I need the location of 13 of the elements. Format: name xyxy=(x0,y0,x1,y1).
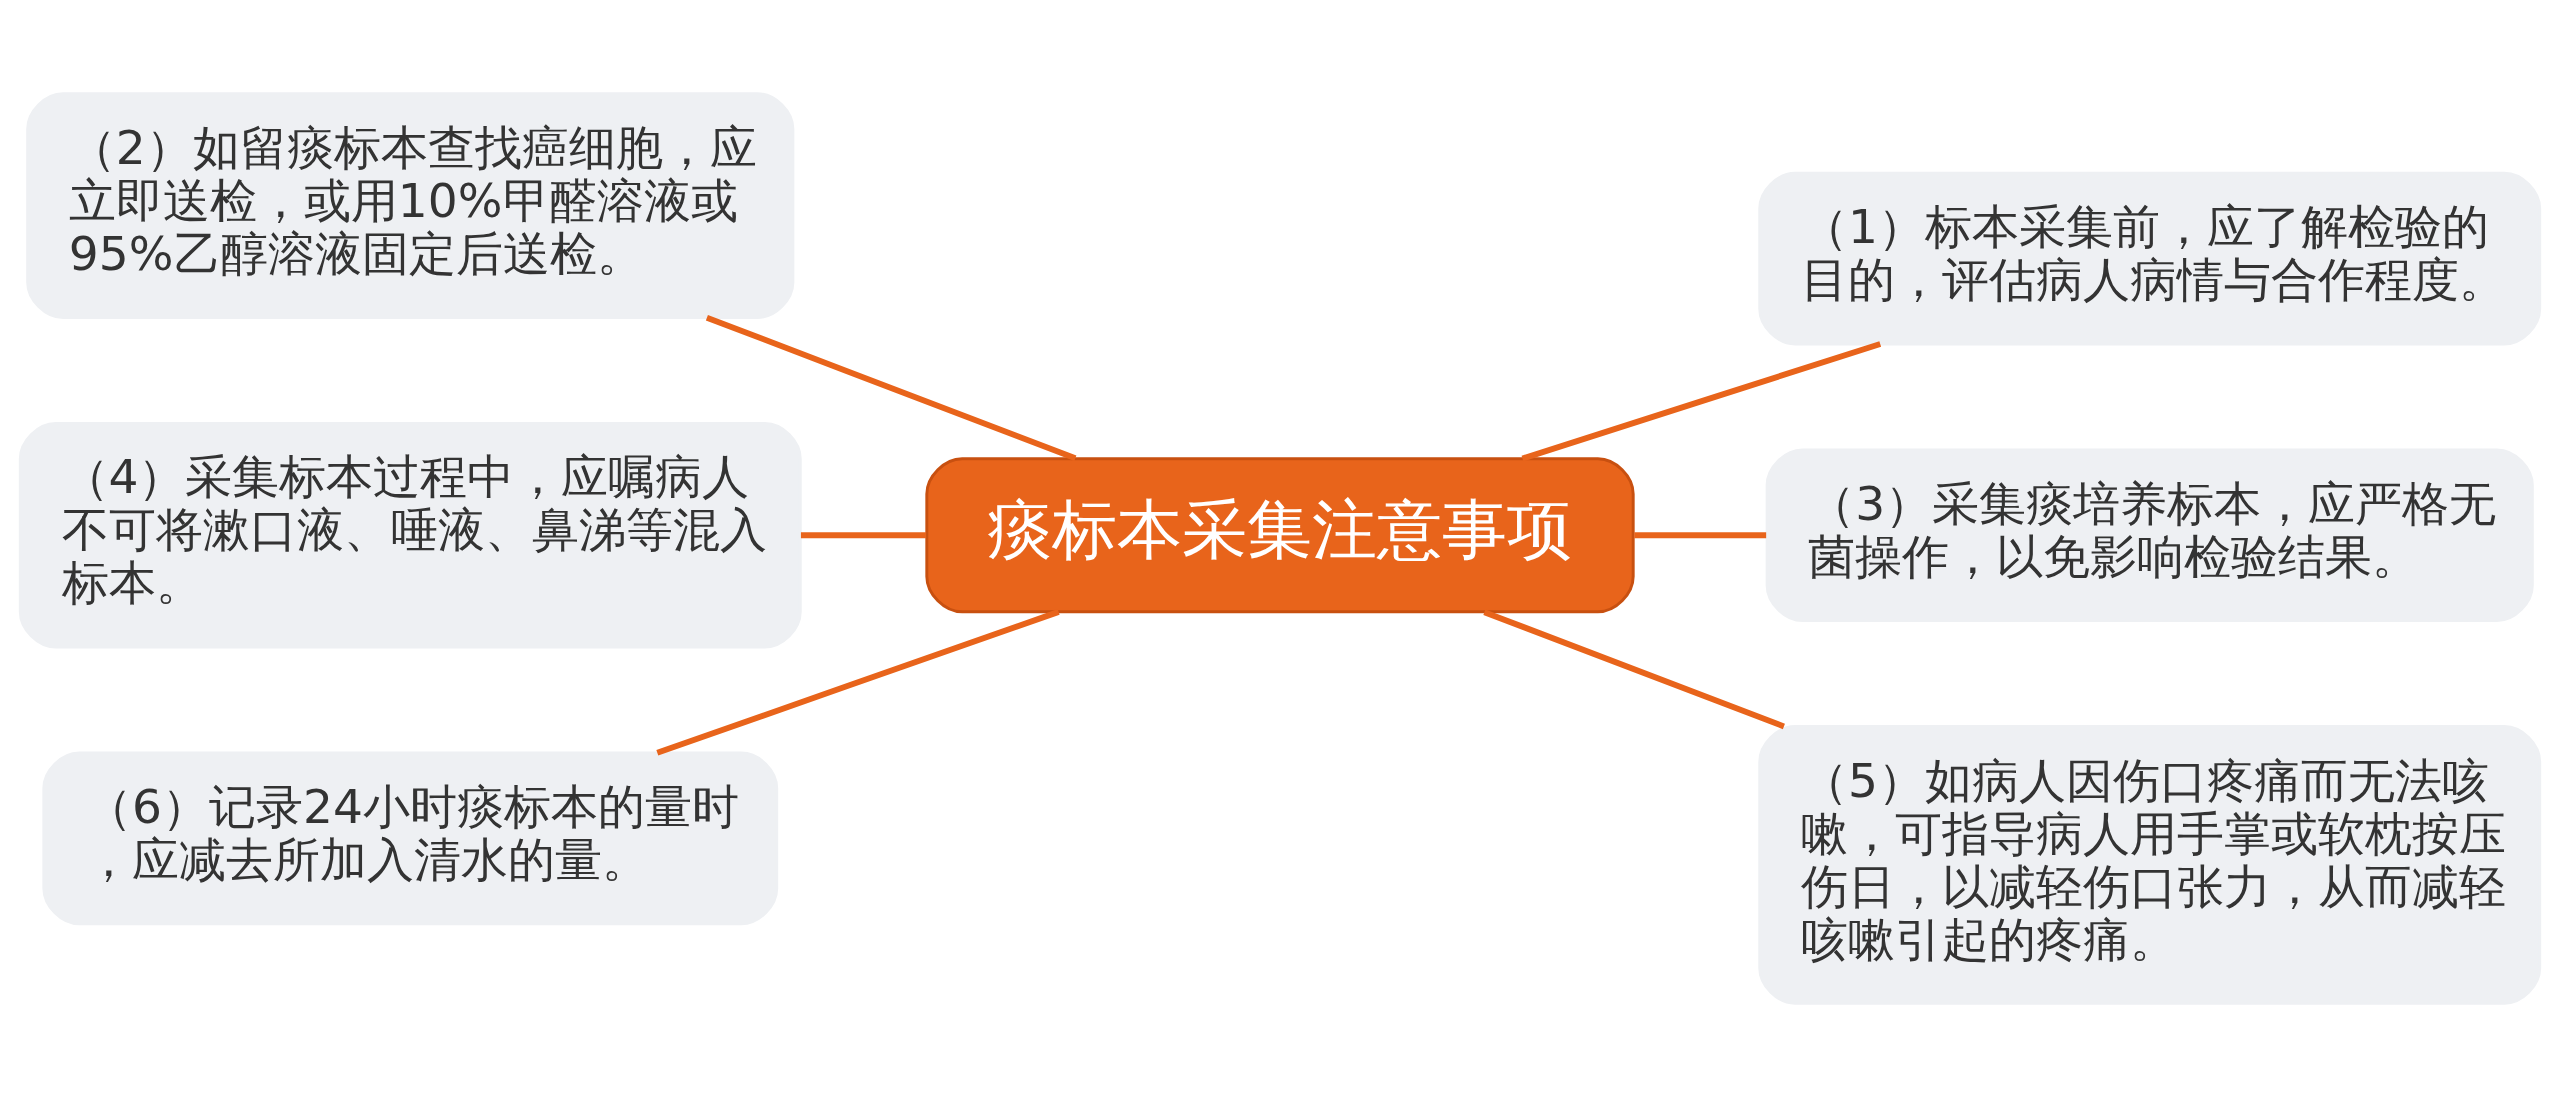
connector xyxy=(1521,341,1882,462)
connector xyxy=(1634,532,1767,539)
node-box: （1）标本采集前，应了解检验的目的，评估病人病情与合作程度。 xyxy=(1758,171,2542,346)
node-box: （4）采集标本过程中，应嘱病人不可将漱口液、唾液、鼻涕等混入标本。 xyxy=(18,421,802,649)
connector xyxy=(1483,609,1785,730)
connector xyxy=(656,609,1060,756)
node-box: （6）记录24小时痰标本的量时，应减去所加入清水的量。 xyxy=(42,751,779,926)
node-box: （2）如留痰标本查找癌细胞，应立即送检，或用10%甲醛溶液或95%乙醇溶液固定后送检。 xyxy=(26,92,795,319)
node-box: （3）采集痰培养标本，应严格无菌操作，以免影响检验结果。 xyxy=(1765,448,2534,623)
connector xyxy=(800,532,927,539)
connector xyxy=(705,314,1077,462)
node-box: 痰标本采集注意事项 xyxy=(925,457,1635,614)
node-box: （5）如病人因伤口疼痛而无法咳嗽，可指导病人用手掌或软枕按压伤日，以减轻伤口张力，从而减轻咳嗽引起的疼痛。 xyxy=(1758,725,2542,1005)
